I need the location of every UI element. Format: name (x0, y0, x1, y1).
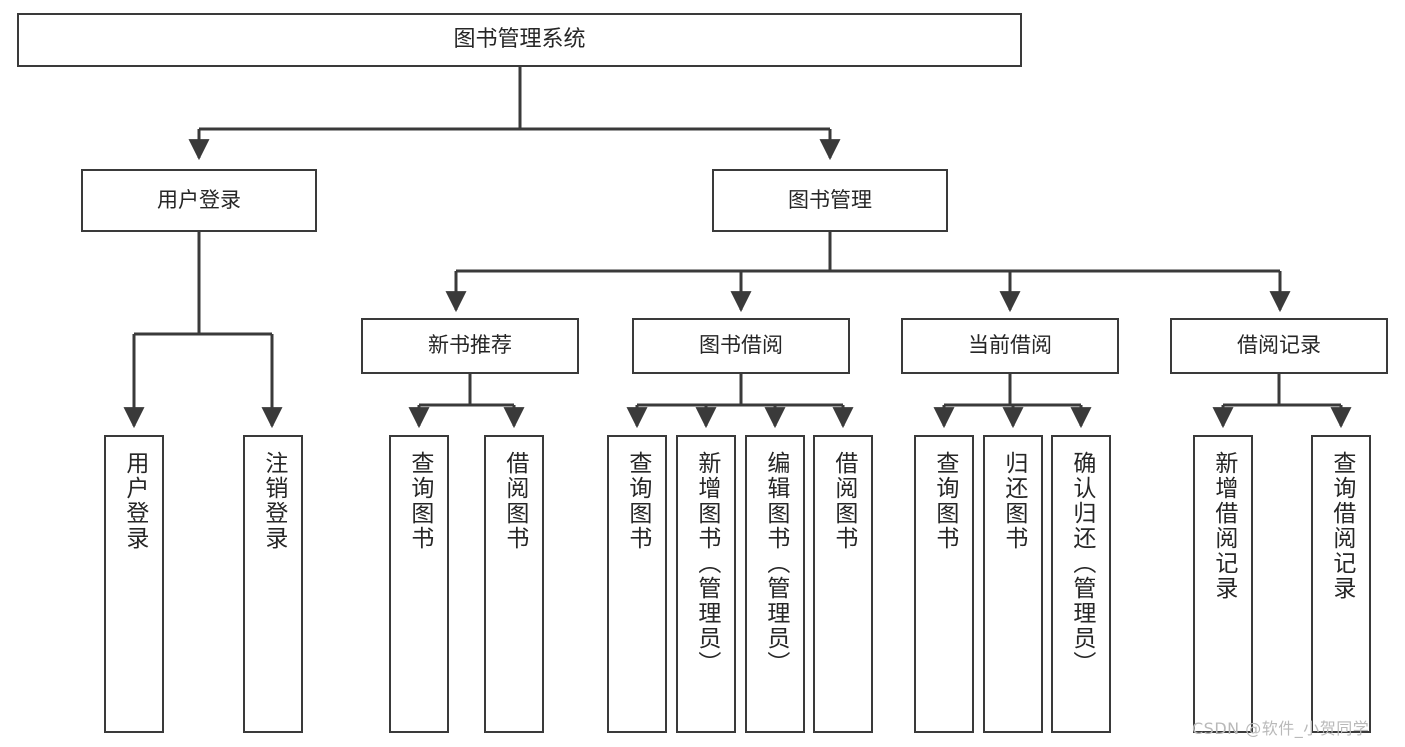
node-borrow-record-label: 借阅记录 (1237, 333, 1321, 358)
node-current-borrow-label: 当前借阅 (968, 333, 1052, 358)
leaf-query-book-current-label: 查询图书 (931, 451, 958, 551)
leaf-query-book-recommend-label: 查询图书 (406, 451, 433, 551)
leaf-borrow-book-recommend[interactable]: 借阅图书 (484, 435, 544, 733)
leaf-add-book-admin[interactable]: 新增图书（管理员） (676, 435, 736, 733)
node-user-login-label: 用户登录 (157, 187, 241, 212)
leaf-borrow-book[interactable]: 借阅图书 (813, 435, 873, 733)
leaf-query-book-borrow-label: 查询图书 (624, 451, 651, 551)
leaf-add-borrow-record[interactable]: 新增借阅记录 (1193, 435, 1253, 733)
node-new-book-recommend[interactable]: 新书推荐 (361, 318, 579, 374)
leaf-query-book-current[interactable]: 查询图书 (914, 435, 974, 733)
node-current-borrow[interactable]: 当前借阅 (901, 318, 1119, 374)
node-book-management[interactable]: 图书管理 (712, 169, 948, 232)
node-root[interactable]: 图书管理系统 (17, 13, 1022, 67)
node-root-label: 图书管理系统 (453, 26, 586, 52)
leaf-return-book-label: 归还图书 (1000, 451, 1027, 551)
leaf-logout-login[interactable]: 注销登录 (243, 435, 303, 733)
node-new-book-recommend-label: 新书推荐 (428, 333, 512, 358)
leaf-edit-book-admin[interactable]: 编辑图书（管理员） (745, 435, 805, 733)
node-book-borrow[interactable]: 图书借阅 (632, 318, 850, 374)
leaf-borrow-book-recommend-label: 借阅图书 (501, 451, 528, 551)
leaf-confirm-return-admin-label: 确认归还（管理员） (1068, 451, 1095, 676)
leaf-query-borrow-record-label: 查询借阅记录 (1328, 451, 1355, 601)
leaf-query-book-recommend[interactable]: 查询图书 (389, 435, 449, 733)
node-borrow-record[interactable]: 借阅记录 (1170, 318, 1388, 374)
leaf-confirm-return-admin[interactable]: 确认归还（管理员） (1051, 435, 1111, 733)
leaf-add-borrow-record-label: 新增借阅记录 (1210, 451, 1237, 601)
leaf-user-login-label: 用户登录 (121, 451, 148, 551)
leaf-query-book-borrow[interactable]: 查询图书 (607, 435, 667, 733)
node-book-borrow-label: 图书借阅 (699, 333, 783, 358)
leaf-edit-book-admin-label: 编辑图书（管理员） (762, 451, 789, 676)
watermark: CSDN @软件_小贺同学 (1192, 719, 1370, 738)
node-user-login[interactable]: 用户登录 (81, 169, 317, 232)
leaf-query-borrow-record[interactable]: 查询借阅记录 (1311, 435, 1371, 733)
leaf-user-login[interactable]: 用户登录 (104, 435, 164, 733)
leaf-return-book[interactable]: 归还图书 (983, 435, 1043, 733)
leaf-borrow-book-label: 借阅图书 (830, 451, 857, 551)
node-book-management-label: 图书管理 (788, 187, 872, 212)
leaf-add-book-admin-label: 新增图书（管理员） (693, 451, 720, 676)
leaf-logout-login-label: 注销登录 (260, 451, 287, 551)
